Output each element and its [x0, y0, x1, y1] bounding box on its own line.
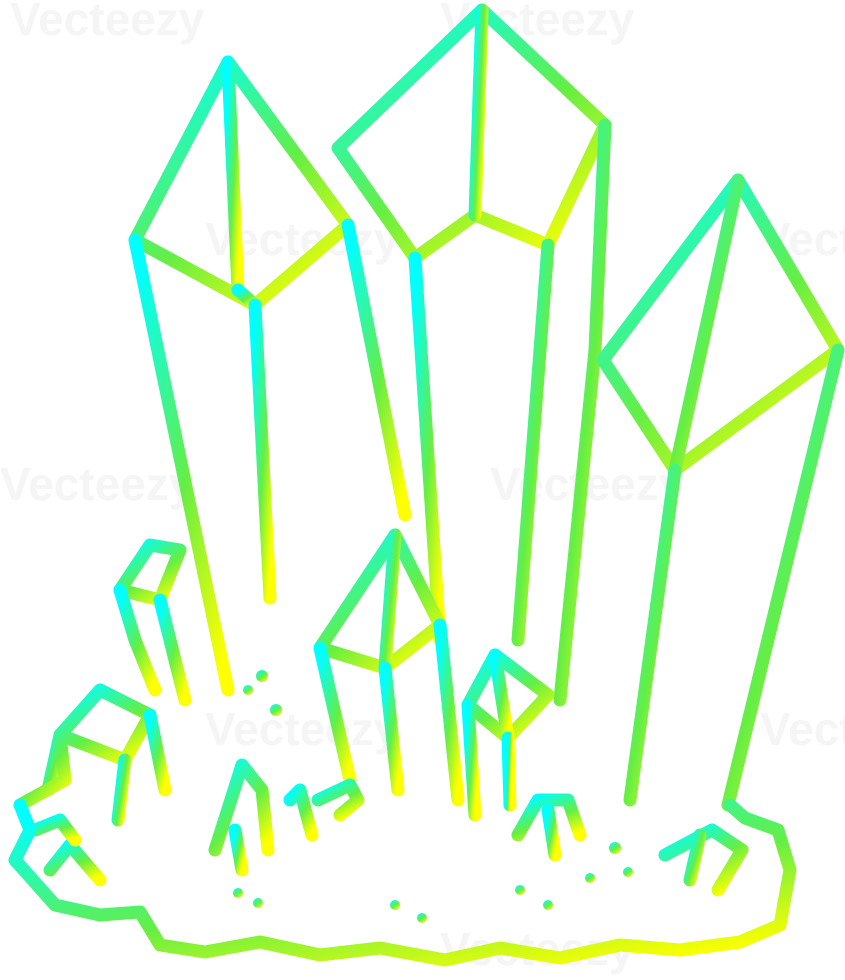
- right-crystal: [596, 173, 845, 812]
- watermark-text: Vecteezy: [0, 458, 195, 510]
- watermark-text: Vecteezy: [205, 703, 400, 755]
- small-right-center-crystal: [461, 648, 555, 822]
- watermark-text: Vecteezy: [760, 703, 845, 755]
- rubble-dots: [233, 670, 633, 923]
- middle-tall-crystal: [331, 3, 612, 707]
- ground-base: [8, 728, 797, 967]
- left-tall-crystal: [128, 55, 412, 697]
- small-middle-crystal: [313, 528, 465, 807]
- watermark-text: Vecteezy: [10, 0, 205, 45]
- base-shards: [28, 758, 749, 897]
